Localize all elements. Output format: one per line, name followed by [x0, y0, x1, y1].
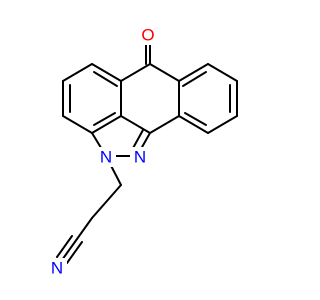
- pyrazole-n2-label: N: [134, 148, 146, 167]
- bond-l2: [62, 63, 93, 82]
- chemical-structure: O N N N: [47, 25, 238, 278]
- oxygen-label: O: [141, 26, 154, 45]
- pyrazole-n1-atom: N: [96, 147, 116, 167]
- bond-l5: [91, 115, 122, 134]
- bond-ch2-cn: [76, 217, 93, 240]
- bond-l1-inner: [93, 71, 118, 87]
- bond-r5-inner: [184, 112, 207, 126]
- nitrile-n-label: N: [51, 259, 63, 278]
- atom-labels: O N N N: [47, 25, 158, 278]
- bond-c3-c9b: [120, 115, 151, 134]
- bond-l5-inner: [93, 112, 116, 126]
- bond-cn-triple-b: [66, 241, 83, 264]
- nitrile-n-atom: N: [47, 258, 67, 278]
- bond-r1-inner: [182, 71, 207, 87]
- bond-r1: [178, 63, 209, 82]
- bonds: [56, 39, 238, 264]
- bond-r2: [207, 63, 238, 82]
- oxygen-atom: O: [138, 25, 158, 45]
- bond-r4: [207, 115, 238, 134]
- bond-c3-n2-double: [131, 129, 144, 151]
- bond-c4a-c3: [149, 115, 180, 134]
- bond-r5: [178, 115, 209, 134]
- bond-ch2-ch2: [91, 184, 122, 219]
- bond-c9-c8a: [149, 63, 180, 82]
- pyrazole-n1-label: N: [100, 148, 112, 167]
- bond-c9-c9a: [120, 63, 151, 82]
- bond-cn-triple-c: [56, 235, 73, 258]
- bond-l1: [91, 63, 122, 82]
- bond-cn-triple-a: [61, 238, 78, 261]
- pyrazole-n2-atom: N: [130, 147, 150, 167]
- bond-l4: [62, 115, 93, 134]
